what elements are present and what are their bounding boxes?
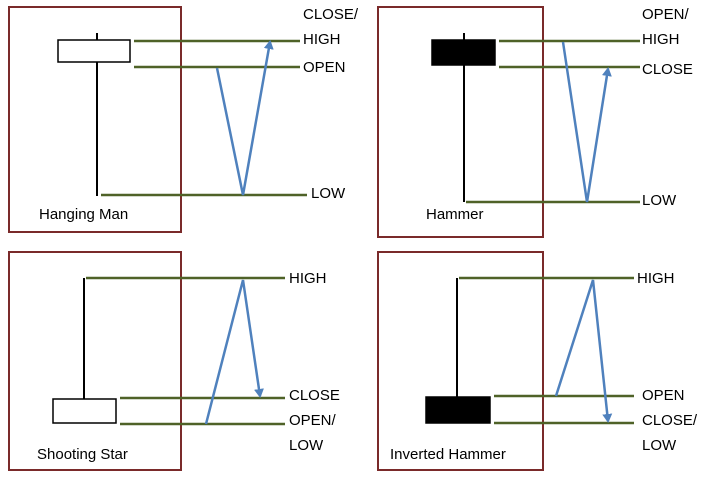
hammer-frame	[377, 6, 544, 238]
inverted-hammer-label-low: LOW	[642, 437, 677, 454]
inverted-hammer-label-high: HIGH	[637, 270, 675, 287]
hammer-label-low: LOW	[642, 192, 677, 209]
hanging-man-body	[57, 39, 131, 63]
shooting-star-panel: HIGH CLOSE OPEN/ LOW Shooting Star	[8, 251, 340, 471]
hanging-man-price-arrow	[215, 40, 274, 196]
hanging-man-label-close: CLOSE/	[303, 6, 359, 23]
hanging-man-frame	[8, 6, 182, 233]
hammer-label-close: CLOSE	[642, 61, 693, 78]
inverted-hammer-label-open: OPEN	[642, 387, 685, 404]
hammer-panel: OPEN/ HIGH CLOSE LOW Hammer	[377, 6, 693, 238]
hanging-man-title: Hanging Man	[39, 206, 128, 223]
inverted-hammer-title: Inverted Hammer	[390, 446, 506, 463]
shooting-star-body	[52, 398, 117, 424]
hammer-title: Hammer	[426, 206, 484, 223]
hammer-price-arrow	[561, 41, 612, 203]
hanging-man-label-low: LOW	[311, 185, 346, 202]
shooting-star-label-open: OPEN/	[289, 412, 337, 429]
shooting-star-label-high: HIGH	[289, 270, 327, 287]
hanging-man-label-high: HIGH	[303, 31, 341, 48]
shooting-star-price-arrow	[204, 279, 264, 425]
hanging-man-panel: CLOSE/ HIGH OPEN LOW Hanging Man	[8, 6, 359, 233]
inverted-hammer-label-close: CLOSE/	[642, 412, 698, 429]
hanging-man-label-open: OPEN	[303, 59, 346, 76]
inverted-hammer-panel: HIGH OPEN CLOSE/ LOW Inverted Hammer	[377, 251, 698, 471]
inverted-hammer-body	[425, 396, 491, 424]
hammer-label-high: HIGH	[642, 31, 680, 48]
inverted-hammer-price-arrow	[554, 279, 613, 423]
shooting-star-label-close: CLOSE	[289, 387, 340, 404]
shooting-star-frame	[8, 251, 182, 471]
shooting-star-label-low: LOW	[289, 437, 324, 454]
hammer-body	[431, 39, 496, 66]
inverted-hammer-frame	[377, 251, 544, 471]
shooting-star-title: Shooting Star	[37, 446, 128, 463]
hammer-label-open: OPEN/	[642, 6, 690, 23]
